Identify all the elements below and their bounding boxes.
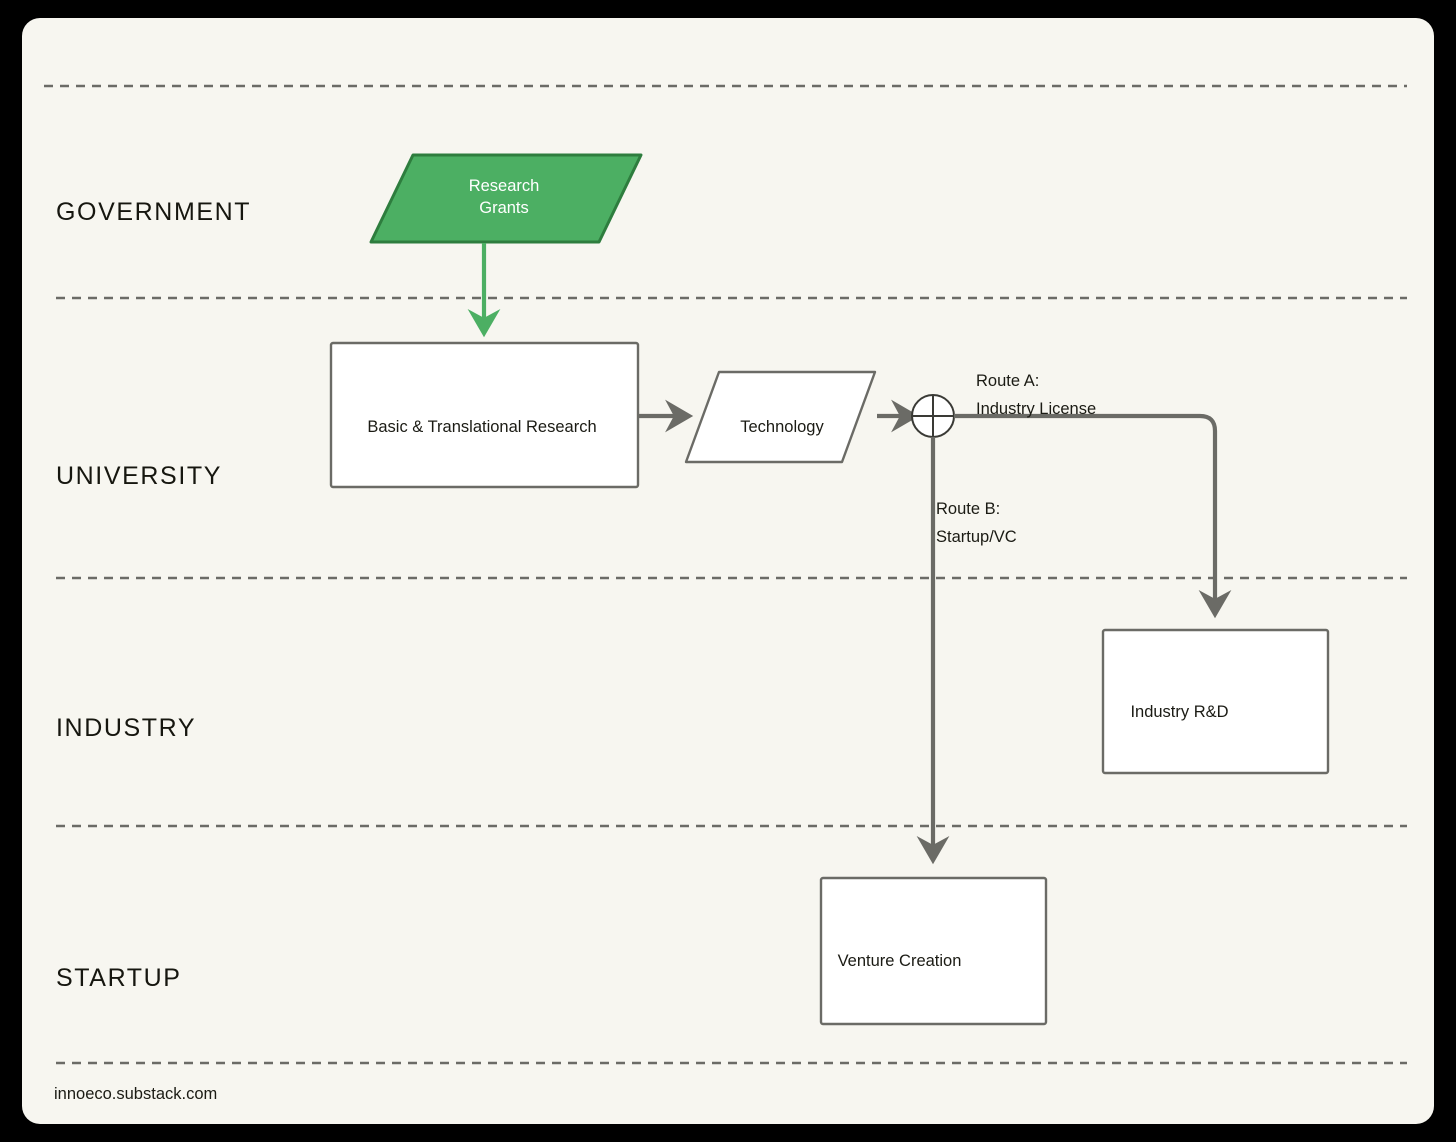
node-technology[interactable] <box>684 370 877 464</box>
diagram-graphics <box>44 84 1407 1065</box>
node-venture-creation[interactable] <box>819 876 1048 1026</box>
node-research-grants[interactable] <box>369 153 643 244</box>
node-label-research-grants-line1: Research <box>468 177 540 195</box>
lane-label-university: UNIVERSITY <box>56 462 223 490</box>
edge-label-route-b-line2: Startup/VC <box>936 527 1017 546</box>
node-label-research-grants: Research Grants <box>424 175 584 220</box>
node-label-basic-research: Basic & Translational Research <box>367 418 597 436</box>
edge-label-route-a-line2: Industry License <box>976 399 1097 418</box>
lane-dividers <box>44 84 1407 1065</box>
node-basic-research[interactable] <box>329 341 640 489</box>
footer-source-url: innoeco.substack.com <box>54 1085 218 1103</box>
node-label-research-grants-line2: Grants <box>479 199 529 218</box>
edge-label-route-a-line1: Route A: <box>976 372 1040 390</box>
node-junction-circle-plus[interactable] <box>911 394 955 438</box>
node-label-industry-rd: Industry R&D <box>1130 703 1229 721</box>
lane-label-startup: STARTUP <box>56 964 182 992</box>
lane-label-industry: INDUSTRY <box>56 714 197 742</box>
node-label-technology: Technology <box>740 418 824 436</box>
lane-label-government: GOVERNMENT <box>56 198 252 226</box>
edge-route-a <box>954 413 1232 619</box>
node-label-venture-creation: Venture Creation <box>837 952 962 970</box>
node-industry-rd[interactable] <box>1101 628 1330 775</box>
edge-label-route-b: Route B: Startup/VC <box>936 496 1017 551</box>
edge-label-route-b-line1: Route B: <box>936 500 1001 518</box>
edge-label-route-a: Route A: Industry License <box>976 368 1096 423</box>
diagram-canvas: GOVERNMENT UNIVERSITY INDUSTRY STARTUP R… <box>22 18 1434 1124</box>
